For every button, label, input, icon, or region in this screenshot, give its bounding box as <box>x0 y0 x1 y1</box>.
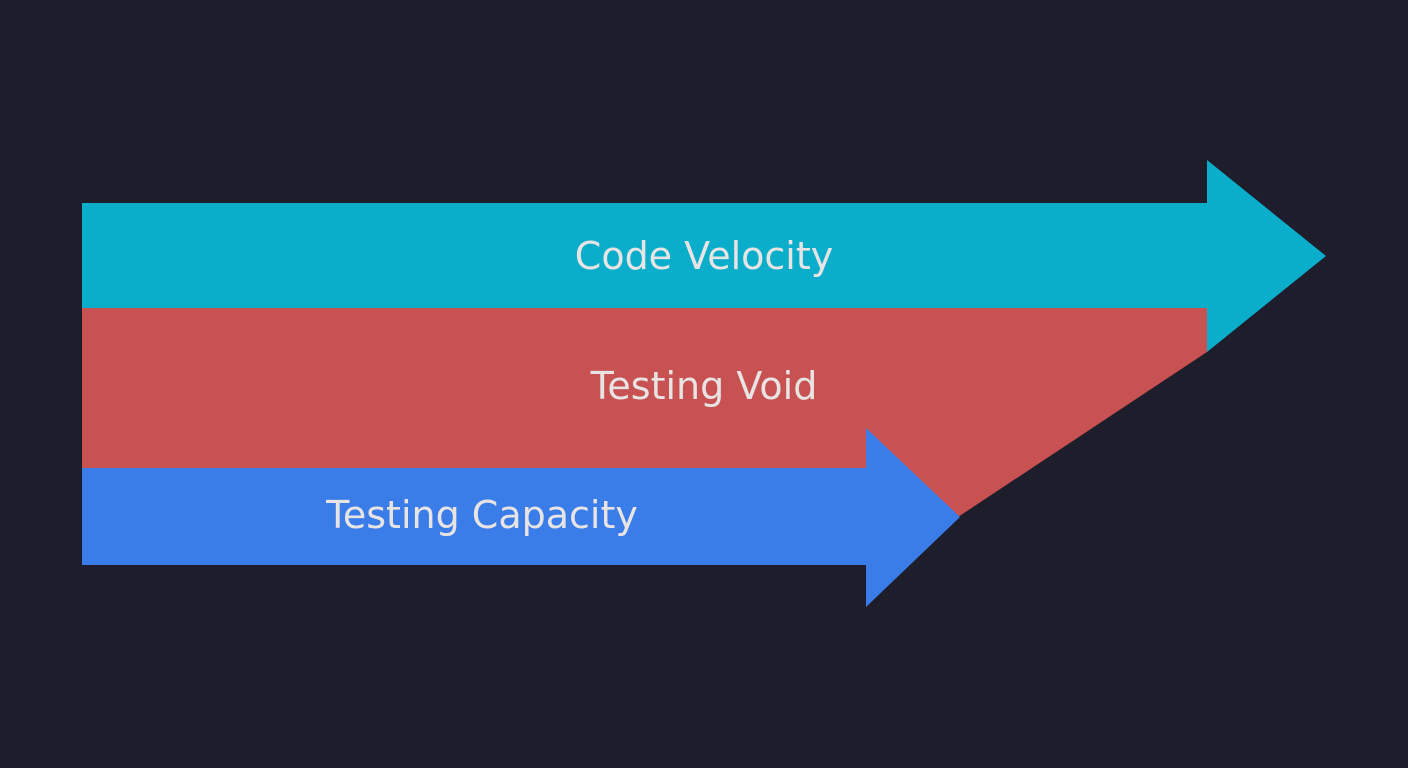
testing-capacity-label: Testing Capacity <box>325 493 638 537</box>
testing-void-band <box>82 308 1207 517</box>
testing-void-label: Testing Void <box>590 364 818 408</box>
code-velocity-arrow <box>82 160 1326 352</box>
testing-capacity-arrow <box>82 428 960 607</box>
code-velocity-label: Code Velocity <box>575 234 833 278</box>
